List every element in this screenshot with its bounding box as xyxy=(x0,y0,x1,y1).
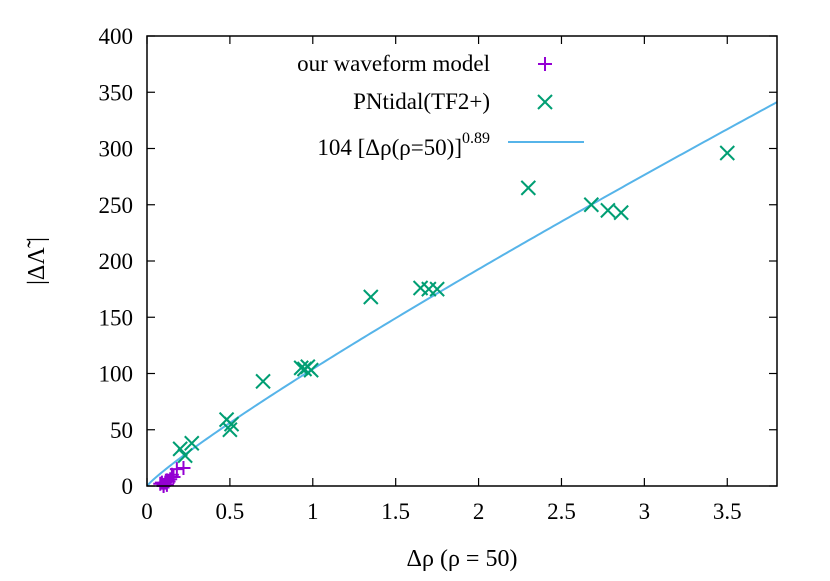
cross-mark-b xyxy=(172,441,188,457)
x-tick-label: 0.5 xyxy=(216,499,245,524)
y-tick-label: 150 xyxy=(99,305,134,330)
cross-mark-b xyxy=(600,202,616,219)
x-tick-label: 3.5 xyxy=(713,499,742,524)
cross-point xyxy=(293,360,309,376)
y-tick-label: 300 xyxy=(99,137,134,162)
x-tick-label: 1.5 xyxy=(381,499,410,524)
cross-point xyxy=(223,416,240,432)
cross-mark-b xyxy=(177,447,193,464)
plus-point xyxy=(154,475,169,490)
x-tick-label: 1 xyxy=(307,499,319,524)
y-tick-label: 50 xyxy=(110,418,133,443)
cross-mark-b xyxy=(303,362,319,378)
cross-mark-b xyxy=(412,280,429,296)
series-1-points xyxy=(172,145,735,464)
series-0-points xyxy=(153,461,191,493)
cross-point xyxy=(600,202,616,219)
x-tick-label: 0 xyxy=(141,499,153,524)
fit-line xyxy=(147,101,777,486)
cross-mark-b xyxy=(222,422,238,438)
cross-mark-b xyxy=(293,360,309,376)
cross-mark-b xyxy=(223,416,240,432)
y-tick-label: 350 xyxy=(99,80,134,105)
cross-mark-b xyxy=(583,197,600,213)
x-tick-label: 2 xyxy=(473,499,485,524)
cross-point xyxy=(719,145,735,161)
cross-mark-b xyxy=(520,180,537,196)
cross-point xyxy=(172,441,188,457)
ticks-layer: 0 0.5 1 1.5 2 2.5 3 3.5 0 50 100 150 200 250 300 350 400 xyxy=(99,24,777,524)
cross-point xyxy=(421,281,437,297)
legend-label: PNtidal(TF2+) xyxy=(353,89,490,114)
cross-point xyxy=(255,373,271,390)
y-tick-label: 400 xyxy=(99,24,134,49)
cross-point xyxy=(583,197,600,213)
cross-mark-b xyxy=(363,289,379,305)
y-tick-label: 250 xyxy=(99,193,134,218)
legend-label: 104 [Δρ(ρ=50)]0.89 xyxy=(317,130,490,160)
cross-point xyxy=(177,447,193,464)
plus-point xyxy=(156,477,171,492)
legend-entry-2: 104 [Δρ(ρ=50)]0.89 xyxy=(317,130,584,160)
plus-point xyxy=(176,461,191,475)
plus-point xyxy=(166,470,181,484)
legend-entry-0: our waveform model xyxy=(297,51,552,76)
cross-point xyxy=(303,362,319,378)
legend-cross-b xyxy=(537,94,553,110)
plus-point xyxy=(169,462,184,477)
cross-point xyxy=(613,204,629,221)
cross-mark-b xyxy=(255,373,271,390)
y-tick-label: 100 xyxy=(99,362,134,387)
cross-point xyxy=(184,435,200,451)
x-tick-label: 2.5 xyxy=(547,499,576,524)
x-axis-title: Δρ (ρ = 50) xyxy=(407,546,518,572)
cross-mark-b xyxy=(719,145,735,161)
y-tick-label: 200 xyxy=(99,249,134,274)
legend-entry-1: PNtidal(TF2+) xyxy=(353,89,553,114)
cross-point xyxy=(429,281,445,297)
cross-mark-b xyxy=(429,281,445,297)
cross-point xyxy=(520,180,537,196)
x-tick-label: 3 xyxy=(639,499,651,524)
cross-mark-b xyxy=(613,204,629,221)
cross-point xyxy=(222,422,238,438)
series-layer xyxy=(147,101,777,493)
y-axis-title: |ΔΛ̃ | xyxy=(24,237,50,285)
cross-mark-b xyxy=(184,435,200,451)
cross-point xyxy=(363,289,379,305)
y-tick-label: 0 xyxy=(122,474,134,499)
legend-label: our waveform model xyxy=(297,51,490,76)
